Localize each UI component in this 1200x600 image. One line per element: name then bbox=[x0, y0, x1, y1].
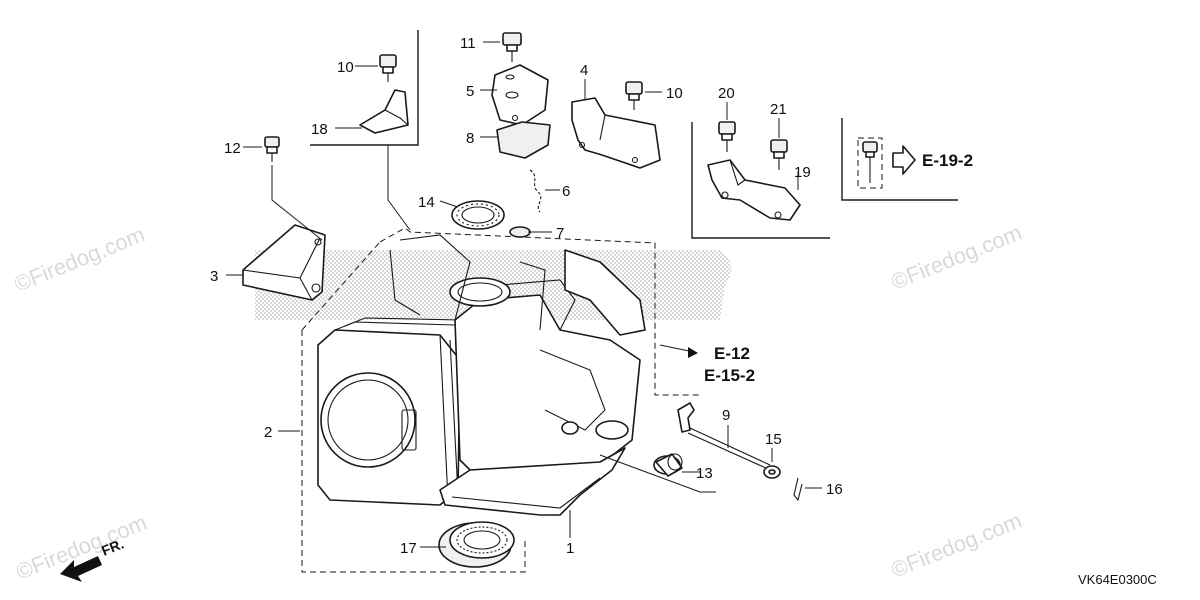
callouts: 10 11 5 8 4 10 18 12 3 14 6 7 20 21 19 2… bbox=[210, 35, 843, 557]
part-18-bracket bbox=[359, 89, 409, 134]
part-16-pin bbox=[793, 477, 803, 502]
callout-17: 17 bbox=[400, 540, 417, 557]
callout-10-left: 10 bbox=[337, 59, 354, 76]
e192-arrow-icon bbox=[892, 145, 916, 175]
assembly-outline bbox=[301, 227, 700, 573]
cylinder-block bbox=[317, 234, 646, 516]
callout-7: 7 bbox=[556, 225, 564, 242]
part-9-rod bbox=[677, 402, 771, 470]
part-14-seal bbox=[451, 200, 505, 230]
part-5-cover bbox=[491, 64, 549, 126]
callout-6: 6 bbox=[562, 183, 570, 200]
callout-21: 21 bbox=[770, 101, 787, 118]
group-frame-e192 bbox=[841, 118, 958, 201]
callout-20: 20 bbox=[718, 85, 735, 102]
callout-19: 19 bbox=[794, 164, 811, 181]
callout-13: 13 bbox=[696, 465, 713, 482]
part-3-guide bbox=[242, 224, 326, 301]
watermark-bottom-right: ©Firedog.com bbox=[888, 508, 1026, 583]
part-20-bolt bbox=[718, 121, 736, 152]
e12-arrow-icon bbox=[688, 347, 698, 358]
e192-bolt-icon bbox=[857, 137, 883, 189]
callout-16: 16 bbox=[826, 481, 843, 498]
watermark-right: ©Firedog.com bbox=[888, 220, 1026, 295]
ref-e152: E-15-2 bbox=[704, 366, 755, 385]
part-15-washer bbox=[763, 465, 781, 479]
part-4-bracket bbox=[571, 97, 661, 169]
callout-14: 14 bbox=[418, 194, 435, 211]
callout-4: 4 bbox=[580, 62, 588, 79]
part-11-bolt bbox=[502, 32, 522, 62]
callout-9: 9 bbox=[722, 407, 730, 424]
callout-2: 2 bbox=[264, 424, 272, 441]
part-10-bolt-left bbox=[379, 54, 397, 82]
part-12-bolt bbox=[264, 136, 280, 162]
part-21-bolt bbox=[770, 139, 788, 170]
front-label: FR. bbox=[99, 535, 126, 558]
part-10-bolt-right bbox=[625, 81, 643, 110]
part-19-plate bbox=[707, 159, 801, 221]
diagram-code: VK64E0300C bbox=[1078, 572, 1157, 587]
callout-11: 11 bbox=[460, 35, 476, 52]
callout-1: 1 bbox=[566, 540, 574, 557]
callout-18: 18 bbox=[311, 121, 328, 138]
part-17-bearing bbox=[438, 521, 515, 568]
callout-8: 8 bbox=[466, 130, 474, 147]
callout-3: 3 bbox=[210, 268, 218, 285]
part-6-oring bbox=[529, 169, 542, 213]
ref-e192: E-19-2 bbox=[922, 151, 973, 170]
part-7-plug bbox=[509, 226, 531, 238]
watermark-left: ©Firedog.com bbox=[11, 222, 149, 297]
leader-lines bbox=[226, 41, 822, 548]
part-8-gasket bbox=[496, 121, 551, 159]
ref-e12: E-12 bbox=[714, 344, 750, 363]
group-frame-right bbox=[691, 122, 830, 239]
group-frame-top-left bbox=[310, 30, 419, 146]
callout-15: 15 bbox=[765, 431, 782, 448]
part-13-collar bbox=[653, 453, 683, 477]
callout-5: 5 bbox=[466, 83, 474, 100]
callout-12: 12 bbox=[224, 140, 241, 157]
callout-10-right: 10 bbox=[666, 85, 683, 102]
front-arrow-icon: FR. bbox=[60, 535, 126, 582]
